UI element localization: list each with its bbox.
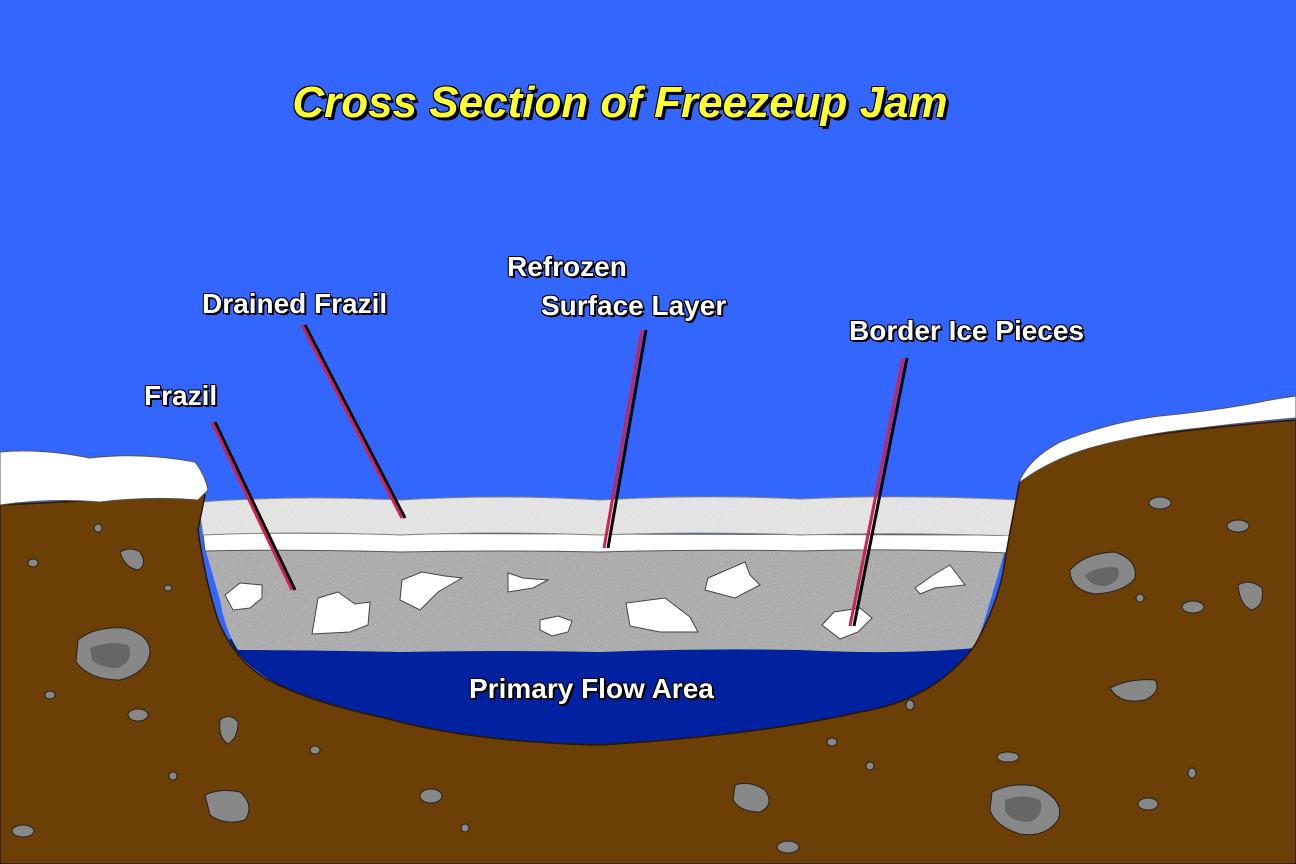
label-primary-flow-area: Primary Flow Area xyxy=(469,673,714,704)
frazil-layer xyxy=(205,548,1005,653)
label-drained-frazil: Drained Frazil xyxy=(202,288,388,319)
leader-lines xyxy=(210,324,909,627)
label-border-ice-pieces: Border Ice Pieces xyxy=(849,315,1085,346)
soil-rocks xyxy=(11,496,1263,854)
left-bank-snow xyxy=(0,450,209,506)
label-frazil: Frazil xyxy=(144,380,218,411)
refrozen-surface-layer xyxy=(202,532,1011,554)
diagram-title: Cross Section of Freezeup Jam xyxy=(292,78,948,127)
border-ice-pieces xyxy=(224,561,966,640)
right-bank-snow xyxy=(1019,395,1296,483)
label-refrozen: Refrozen xyxy=(507,251,627,282)
label-surface-layer: Surface Layer xyxy=(541,290,727,321)
